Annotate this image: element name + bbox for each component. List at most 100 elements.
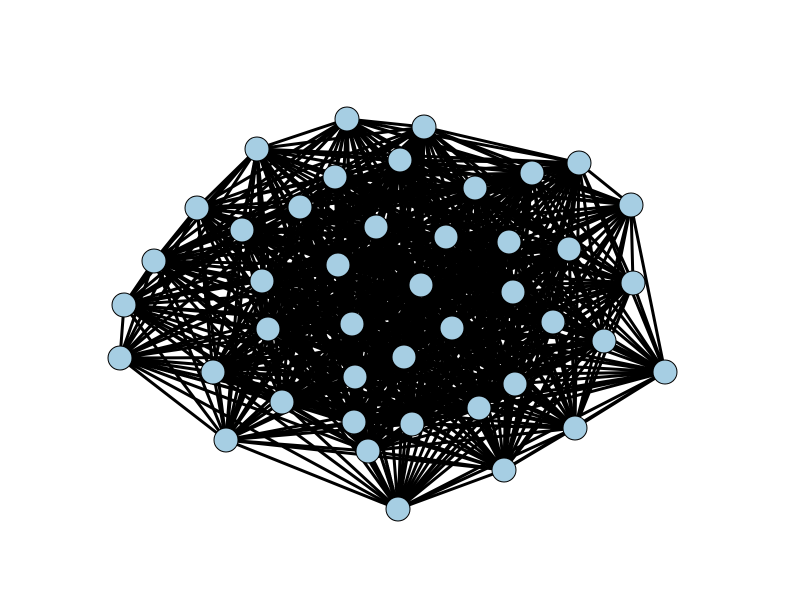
edge-33-39 bbox=[224, 382, 517, 442]
node-14 bbox=[496, 229, 522, 255]
edge-34-42 bbox=[280, 400, 400, 511]
edge-27-31 bbox=[353, 339, 606, 379]
edge-8-21 bbox=[629, 203, 635, 285]
edge-30-35 bbox=[402, 355, 481, 410]
edge-7-8 bbox=[473, 186, 633, 207]
edge-25-26 bbox=[450, 320, 555, 330]
edge-38-40 bbox=[366, 426, 577, 453]
edge-24-28 bbox=[118, 322, 354, 360]
edge-27-41 bbox=[502, 339, 606, 472]
node-24 bbox=[339, 311, 365, 337]
node-3 bbox=[387, 147, 413, 173]
edge-21-41 bbox=[502, 281, 635, 472]
edge-33-34 bbox=[280, 382, 517, 404]
node-4 bbox=[566, 150, 592, 176]
node-29 bbox=[200, 359, 226, 385]
node-0 bbox=[334, 106, 360, 132]
edge-39-42 bbox=[224, 438, 400, 511]
node-6 bbox=[322, 164, 348, 190]
node-39 bbox=[213, 427, 239, 453]
edge-5-6 bbox=[333, 171, 534, 179]
node-9 bbox=[184, 195, 210, 221]
edge-30-42 bbox=[396, 355, 406, 511]
edge-31-34 bbox=[280, 375, 357, 404]
edge-10-15 bbox=[298, 205, 571, 251]
edge-1-2 bbox=[255, 125, 426, 151]
edge-7-9 bbox=[195, 186, 477, 210]
node-35 bbox=[466, 395, 492, 421]
node-26 bbox=[540, 309, 566, 335]
node-40 bbox=[355, 438, 381, 464]
node-41 bbox=[491, 457, 517, 483]
edge-13-16 bbox=[152, 235, 448, 263]
node-30 bbox=[391, 344, 417, 370]
node-12 bbox=[363, 214, 389, 240]
edge-37-42 bbox=[396, 422, 414, 511]
edge-8-12 bbox=[374, 203, 633, 229]
edge-32-42 bbox=[396, 370, 667, 511]
edge-14-21 bbox=[507, 240, 635, 285]
edge-9-10 bbox=[195, 205, 302, 210]
edge-19-22 bbox=[122, 283, 423, 307]
edge-34-35 bbox=[280, 400, 481, 410]
edge-20-23 bbox=[266, 290, 515, 331]
node-8 bbox=[618, 192, 644, 218]
edge-28-39 bbox=[118, 356, 228, 442]
edge-28-40 bbox=[118, 356, 370, 453]
edge-8-38 bbox=[573, 203, 633, 430]
edge-27-30 bbox=[402, 339, 606, 359]
node-11 bbox=[229, 217, 255, 243]
node-32 bbox=[652, 359, 678, 385]
edge-25-34 bbox=[280, 326, 454, 404]
node-20 bbox=[500, 279, 526, 305]
edge-21-24 bbox=[350, 281, 635, 326]
edge-5-8 bbox=[530, 171, 633, 207]
edge-1-4 bbox=[422, 125, 581, 165]
node-38 bbox=[562, 415, 588, 441]
node-37 bbox=[399, 411, 425, 437]
edge-6-9 bbox=[195, 175, 337, 210]
edge-37-39 bbox=[224, 422, 414, 442]
edge-32-33 bbox=[513, 370, 667, 386]
node-19 bbox=[408, 272, 434, 298]
node-25 bbox=[439, 315, 465, 341]
node-23 bbox=[255, 316, 281, 342]
edge-11-16 bbox=[152, 228, 244, 263]
edges-layer bbox=[118, 117, 667, 511]
node-42 bbox=[385, 496, 411, 522]
node-5 bbox=[519, 160, 545, 186]
edge-24-29 bbox=[211, 322, 354, 374]
edge-29-42 bbox=[211, 370, 400, 511]
edge-7-10 bbox=[298, 186, 477, 209]
node-7 bbox=[462, 175, 488, 201]
edge-3-5 bbox=[398, 158, 534, 175]
edge-19-21 bbox=[419, 281, 635, 287]
edge-25-29 bbox=[211, 326, 454, 374]
node-21 bbox=[620, 270, 646, 296]
edge-28-31 bbox=[118, 356, 357, 379]
edge-22-29 bbox=[122, 303, 215, 374]
node-27 bbox=[591, 328, 617, 354]
node-1 bbox=[411, 114, 437, 140]
edge-8-32 bbox=[629, 203, 667, 374]
node-33 bbox=[502, 371, 528, 397]
edge-18-22 bbox=[122, 279, 264, 307]
node-2 bbox=[244, 136, 270, 162]
edge-16-17 bbox=[152, 259, 340, 267]
node-36 bbox=[341, 409, 367, 435]
edge-32-40 bbox=[366, 370, 667, 453]
edge-21-38 bbox=[573, 281, 635, 430]
edge-21-25 bbox=[450, 281, 635, 330]
edge-21-32 bbox=[631, 281, 667, 374]
edge-27-34 bbox=[280, 339, 606, 404]
edge-40-41 bbox=[366, 449, 506, 472]
node-16 bbox=[141, 248, 167, 274]
node-10 bbox=[287, 194, 313, 220]
edge-3-4 bbox=[398, 158, 581, 165]
edge-41-42 bbox=[396, 468, 506, 511]
node-18 bbox=[249, 268, 275, 294]
edge-36-41 bbox=[352, 420, 506, 472]
node-22 bbox=[111, 292, 137, 318]
